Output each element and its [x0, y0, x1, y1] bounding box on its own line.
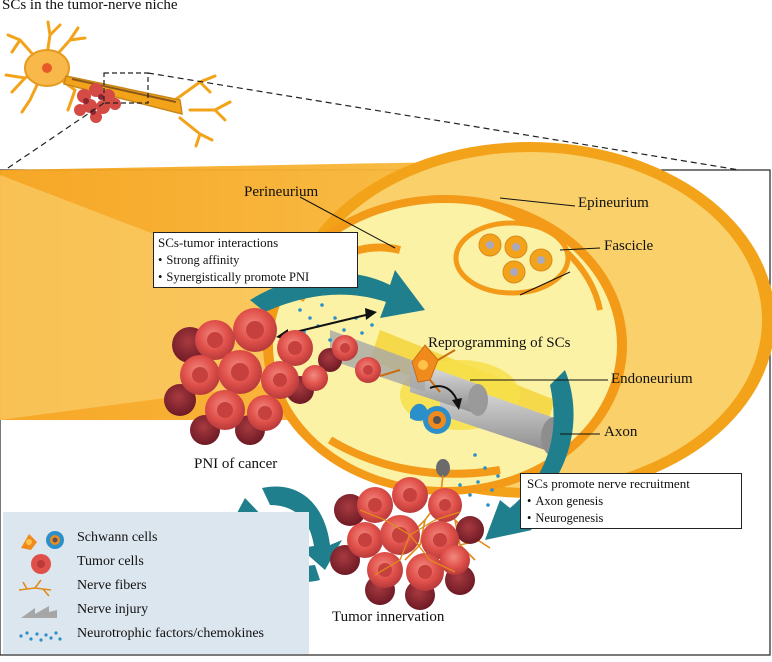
legend-label: Nerve injury — [77, 602, 149, 617]
legend-item-nerve-fibers: Nerve fibers — [3, 576, 309, 600]
legend-label: Nerve fibers — [77, 578, 147, 593]
figure-title: SCs in the tumor-nerve niche — [2, 0, 178, 13]
legend-item-tumor-cells: Tumor cells — [3, 552, 309, 576]
legend-label: Neurotrophic factors/chemokines — [77, 626, 264, 641]
recruitment-box: SCs promote nerve recruitment Axon genes… — [520, 473, 742, 529]
label-fascicle: Fascicle — [604, 238, 654, 254]
innervation-tumor-cluster — [330, 477, 484, 610]
niche-schwann-cells — [379, 344, 456, 477]
interaction-box: SCs-tumor interactions Strong affinity S… — [153, 232, 358, 288]
schwann-cells-icon — [21, 531, 64, 550]
nerve-injury-icon — [21, 606, 57, 618]
interaction-box-title: SCs-tumor interactions — [158, 235, 279, 250]
nerve-fibers-icon — [18, 579, 52, 597]
pni-tumor-cluster — [164, 308, 381, 445]
neurotrophic-factors-icon — [19, 631, 62, 642]
legend-item-nerve-injury: Nerve injury — [3, 600, 309, 624]
label-perineurium: Perineurium — [244, 184, 319, 200]
label-pni-of-cancer: PNI of cancer — [194, 456, 278, 472]
legend-item-neurotrophic-factors: Neurotrophic factors/chemokines — [3, 624, 309, 648]
recruitment-box-title: SCs promote nerve recruitment — [527, 476, 690, 491]
legend-item-schwann-cells: Schwann cells — [3, 528, 309, 552]
recruitment-item: Neurogenesis — [527, 510, 735, 527]
legend-label: Tumor cells — [77, 554, 144, 569]
interaction-item: Strong affinity — [158, 252, 353, 269]
label-epineurium: Epineurium — [578, 195, 649, 211]
zoom-lines — [4, 72, 771, 176]
legend: Schwann cells Tumor cells Nerve fibers N… — [3, 512, 309, 654]
neuron-thumbnail — [4, 20, 232, 148]
tumor-cells-icon — [31, 554, 51, 574]
label-reprogramming: Reprogramming of SCs — [428, 335, 571, 351]
recruitment-item: Axon genesis — [527, 493, 735, 510]
label-tumor-innervation: Tumor innervation — [332, 609, 445, 625]
fascicle-group — [453, 220, 571, 296]
interaction-item: Synergistically promote PNI — [158, 269, 353, 286]
label-endoneurium: Endoneurium — [611, 371, 693, 387]
leader-lines — [299, 196, 608, 435]
label-axon: Axon — [604, 424, 638, 440]
legend-label: Schwann cells — [77, 530, 158, 545]
